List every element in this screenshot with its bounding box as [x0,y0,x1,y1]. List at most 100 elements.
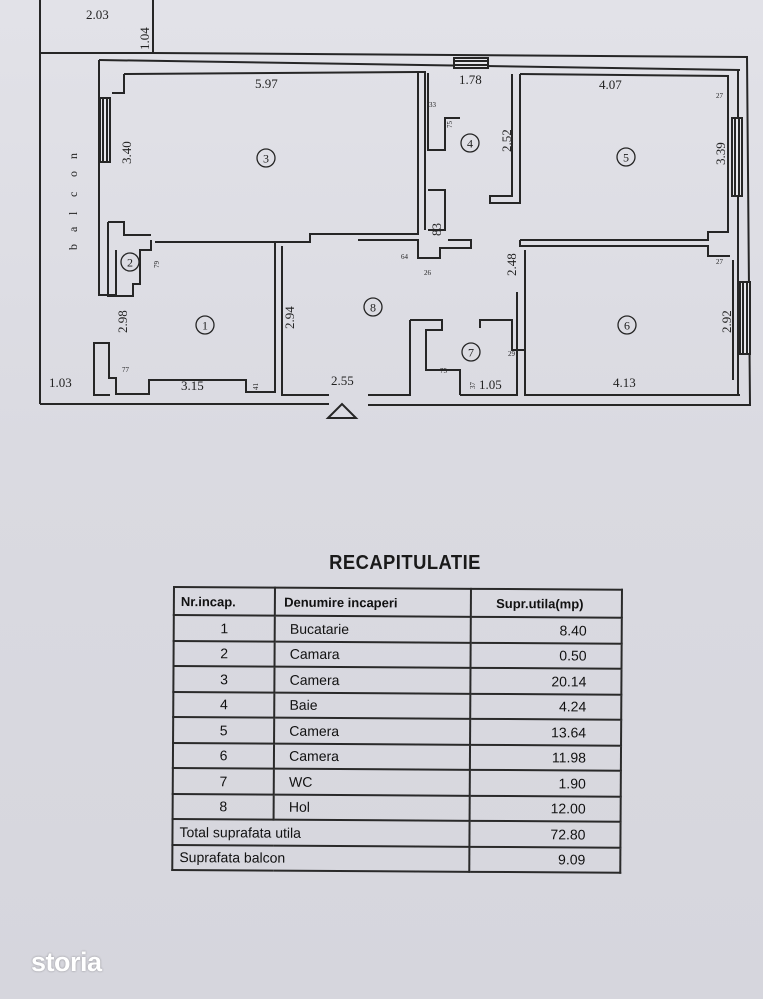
balcony-letter: a [66,226,80,232]
row-area: 12.00 [469,795,621,822]
mark-26: 26 [424,269,432,277]
dim-room5-width: 4.07 [599,77,622,92]
dim-room3-width: 5.97 [255,76,278,91]
room-circle-5 [616,147,636,167]
row-area: 8.40 [470,616,622,644]
mark-75: 75 [446,121,454,129]
total-row: Total suprafata utila 72.80 [172,819,621,848]
room-number-7: 7 [468,346,474,360]
total-value: 72.80 [469,820,621,848]
table-row: 3 Camera 20.14 [173,666,622,695]
room-circle-1 [195,315,215,335]
storia-watermark: storia [31,947,102,977]
dim-balcony-side: 1.04 [137,27,152,50]
row-nr: 6 [172,742,275,769]
header-nr: Nr.incap. [173,587,276,616]
mark-77: 77 [122,366,130,374]
balcony-letter: c [66,192,80,197]
mark-79: 79 [153,261,161,269]
room-circle-6 [617,315,637,335]
row-nr: 2 [173,640,275,667]
room-circle-4 [460,133,480,153]
room-numbers: 1 2 3 4 5 6 7 8 [127,137,630,360]
table-row: 5 Camera 13.64 [173,717,622,746]
row-area: 13.64 [470,718,622,746]
row-area: 4.24 [470,693,622,720]
dim-balcony-top: 2.03 [86,7,109,22]
table-row: 8 Hol 12.00 [172,793,621,822]
row-area: 11.98 [470,744,622,771]
row-nr: 7 [172,768,275,795]
dim-room4-lower: 83 [429,223,444,236]
room-number-6: 6 [624,319,630,333]
room-circles [120,133,637,362]
balcony-area-label: Suprafata balcon [172,844,470,872]
dim-room4-height: 2.52 [499,129,514,152]
header-area: Supr.utila(mp) [471,588,622,618]
dim-hall-lower: 2.48 [504,253,519,276]
row-name: Hol [273,794,470,821]
room-number-4: 4 [467,137,473,151]
room-number-2: 2 [127,256,133,270]
balcony-letter: o [66,171,80,177]
row-nr: 5 [173,717,275,744]
row-nr: 8 [172,793,274,820]
room-circle-3 [256,148,276,168]
row-name: Baie [274,692,471,719]
row-area: 1.90 [469,769,621,797]
balcony-area-value: 9.09 [469,846,621,873]
dim-room4-width: 1.78 [459,72,482,87]
recap-title: RECAPITULATIE [329,552,481,574]
room-circle-7 [461,342,481,362]
room-circle-2 [120,252,140,272]
dim-room5-height: 3.39 [713,142,728,165]
dim-room1-inner: 2.94 [282,306,297,329]
dim-room3-height: 3.40 [119,141,134,164]
room-number-1: 1 [202,319,208,333]
dim-hall-width: 2.55 [331,373,354,388]
mark-64: 64 [401,253,409,261]
dim-balcony-bottom: 1.03 [49,375,72,390]
mark-37: 37 [469,382,477,390]
balcony-letter: l [66,211,80,215]
table-row: 7 WC 1.90 [172,768,621,797]
dim-room6-width: 4.13 [613,375,636,390]
row-nr: 4 [173,691,275,718]
balcony-letter: b [66,244,80,250]
room-number-5: 5 [623,151,629,165]
row-name: Camara [274,641,471,668]
table-row: 2 Camara 0.50 [173,640,622,669]
balcony-label: b a l c o n [66,153,80,250]
dim-room6-height: 2.92 [719,310,734,333]
header-name: Denumire incaperi [275,587,472,617]
table-row: 4 Baie 4.24 [173,691,622,720]
row-name: WC [273,768,471,796]
mark-41: 41 [252,383,260,391]
table-header-row: Nr.incap. Denumire incaperi Supr.utila(m… [173,587,622,618]
row-name: Camera [274,743,471,770]
dim-room1-height: 2.98 [115,310,130,333]
mark-33: 33 [429,101,437,109]
row-name: Camera [274,666,471,694]
balcony-row: Suprafata balcon 9.09 [172,844,621,873]
dim-room1-width: 3.15 [181,378,204,393]
plan-walls [39,0,752,419]
room-number-3: 3 [263,152,269,166]
row-area: 20.14 [470,667,622,695]
row-name: Bucatarie [274,615,472,643]
mark-29: 29 [508,350,516,358]
dimensions: 2.03 5.97 1.78 4.07 1.03 3.15 2.55 1.05 … [49,7,734,393]
row-area: 0.50 [470,642,622,669]
mark-27-mid: 27 [716,258,724,266]
row-name: Camera [274,717,471,745]
table-row: 1 Bucatarie 8.40 [173,615,622,644]
wall-marks: 33 75 64 26 79 27 27 77 41 75 37 29 [122,92,724,390]
mark-27-top: 27 [716,92,724,100]
table-row: 6 Camera 11.98 [172,742,622,771]
row-nr: 1 [173,615,276,642]
dim-room7-width: 1.05 [479,377,502,392]
mark-75-wc: 75 [440,367,448,375]
balcony-letter: n [66,153,80,159]
row-nr: 3 [173,666,275,693]
